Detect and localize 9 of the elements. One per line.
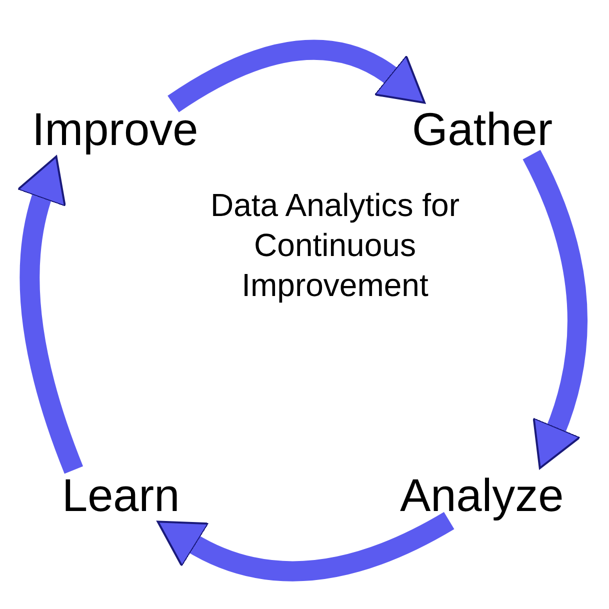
- stage-label: Improve: [32, 104, 198, 155]
- center-title: Data Analytics for Continuous Improvement: [210, 186, 460, 305]
- curved-arrow: [522, 150, 588, 470]
- stage-label: Gather: [412, 104, 553, 155]
- curved-arrow: [168, 40, 427, 112]
- stage-label: Learn: [62, 470, 180, 521]
- stage-label: Analyze: [400, 470, 564, 521]
- curved-arrow: [156, 512, 454, 582]
- curved-arrow: [16, 154, 84, 474]
